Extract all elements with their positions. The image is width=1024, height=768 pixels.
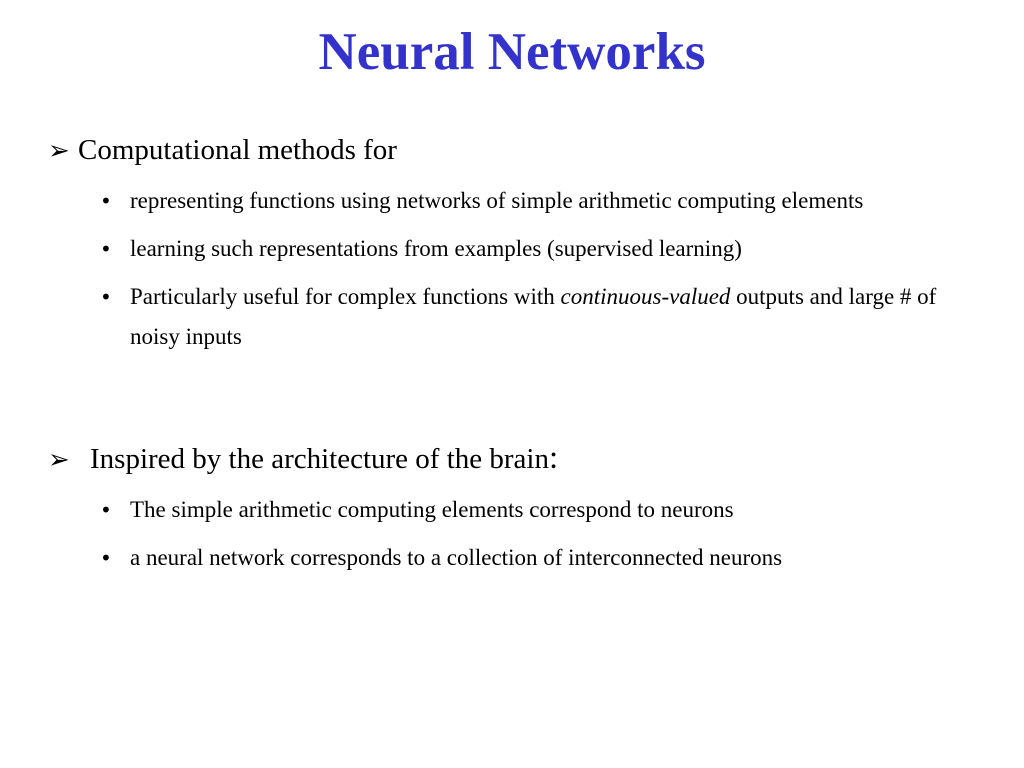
list-item-italic-text: continuous-valued [560, 284, 731, 309]
section-heading-main: Inspired by the architecture of the brai… [90, 443, 549, 475]
list-item: • learning such representations from exa… [100, 229, 960, 269]
arrowhead-bullet-icon: ➢ [48, 445, 70, 475]
list-item: • a neural network corresponds to a coll… [100, 538, 960, 578]
list-item-text: The simple arithmetic computing elements… [130, 497, 734, 522]
dot-bullet-icon: • [100, 285, 112, 309]
section-heading-text: Inspired by the architecture of the brai… [90, 438, 988, 479]
section-heading-colon: : [548, 440, 559, 476]
bullet-list: • representing functions using networks … [48, 181, 988, 357]
dot-bullet-icon: • [100, 498, 112, 522]
section-computational-methods: ➢ Computational methods for • representi… [48, 130, 988, 365]
section-heading-text: Computational methods for [78, 134, 397, 166]
arrowhead-bullet-icon: ➢ [48, 136, 70, 166]
list-item-text: Particularly useful for complex function… [130, 277, 960, 357]
list-item: • The simple arithmetic computing elemen… [100, 490, 960, 530]
bullet-list: • The simple arithmetic computing elemen… [48, 490, 988, 578]
section-heading: ➢ Computational methods for [48, 130, 988, 171]
slide-title: Neural Networks [318, 23, 706, 81]
section-brain-architecture: ➢ Inspired by the architecture of the br… [48, 438, 988, 586]
section-heading: ➢ Inspired by the architecture of the br… [48, 438, 988, 480]
dot-bullet-icon: • [100, 546, 112, 570]
list-item: • representing functions using networks … [100, 181, 960, 221]
list-item: • Particularly useful for complex functi… [100, 277, 960, 357]
list-item-text: a neural network corresponds to a collec… [130, 545, 783, 570]
dot-bullet-icon: • [100, 237, 112, 261]
dot-bullet-icon: • [100, 189, 112, 213]
list-item-text: learning such representations from examp… [130, 236, 742, 261]
list-item-text-after: outputs and large # of noisy inputs [130, 284, 937, 349]
list-item-text: representing functions using networks of… [130, 188, 864, 213]
list-item-text-before: Particularly useful for complex function… [130, 284, 561, 309]
